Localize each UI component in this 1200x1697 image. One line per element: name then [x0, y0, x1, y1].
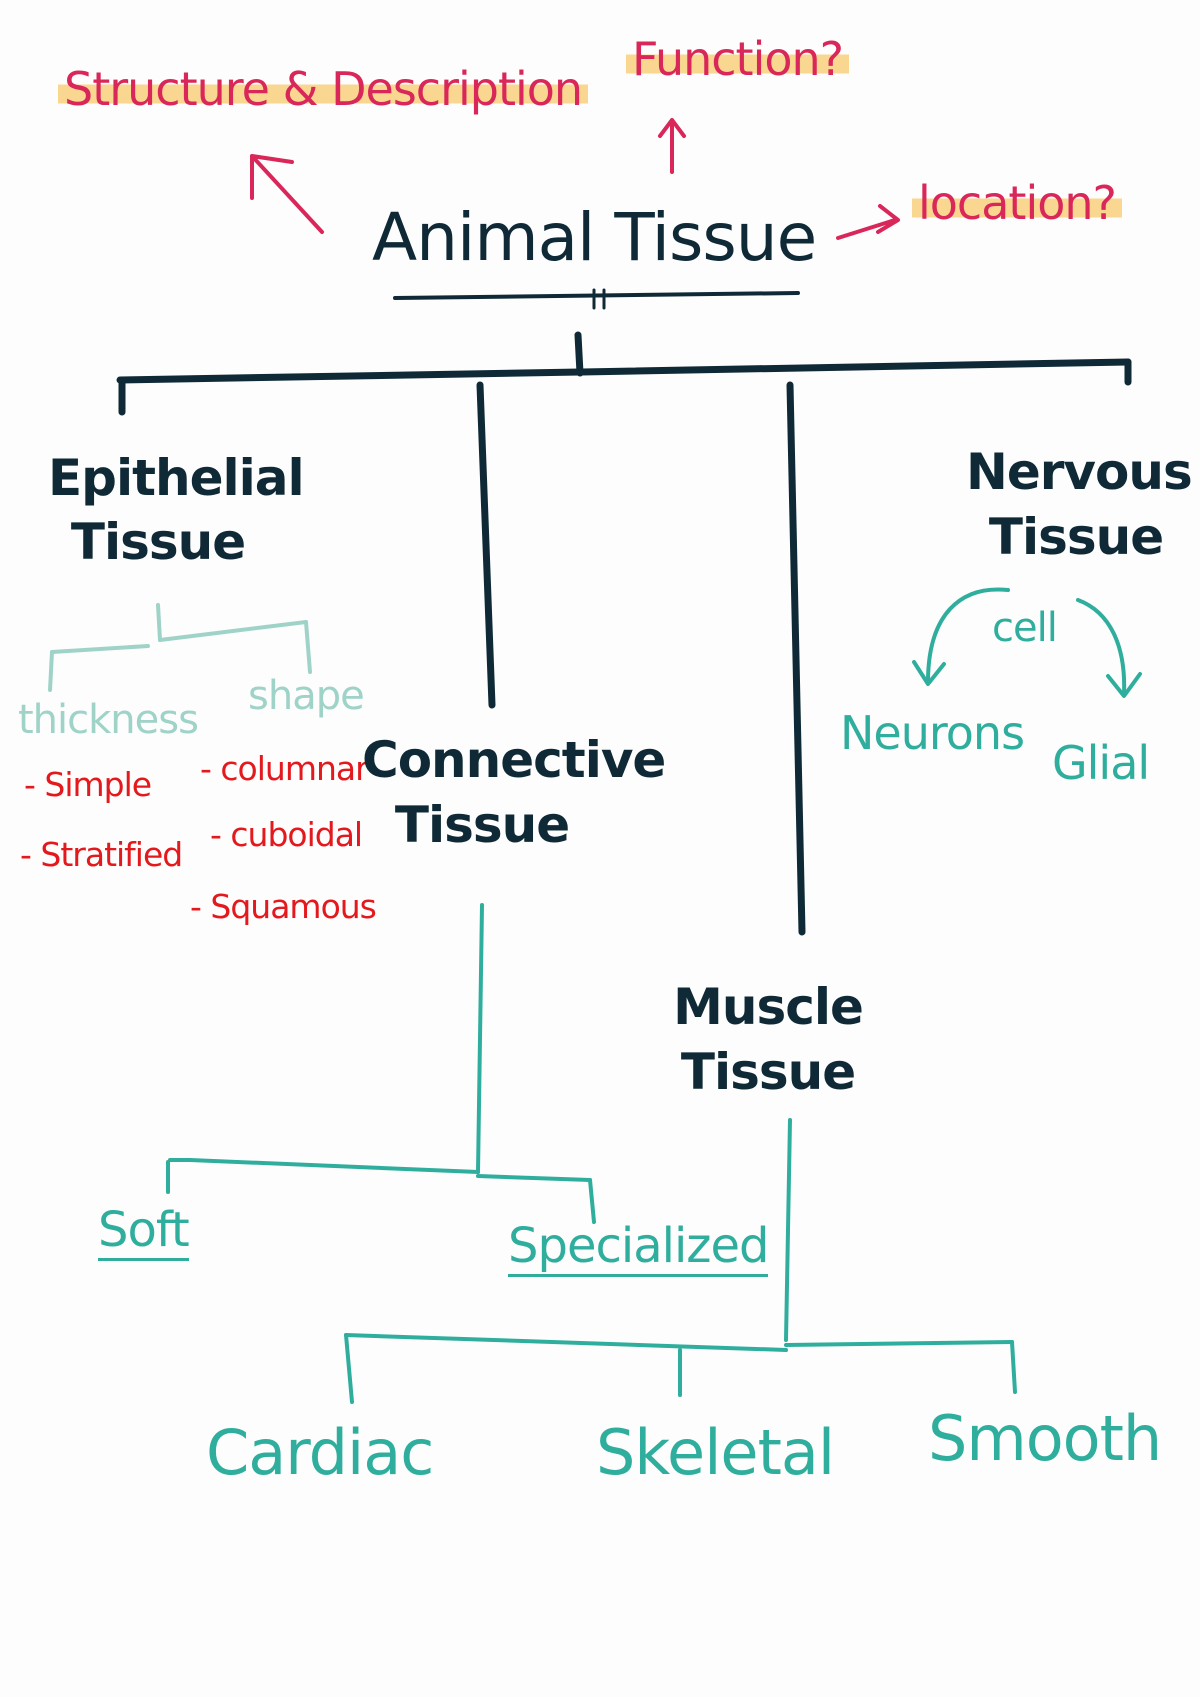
- muscle-subtree: [344, 1118, 1017, 1404]
- thickness-label: thickness: [18, 697, 199, 743]
- epithelial-subtree: [48, 603, 312, 692]
- question-structure: Structure & Description: [58, 66, 589, 112]
- nervous-child-glial: Glial: [1052, 736, 1150, 790]
- thickness-item-simple: - Simple: [24, 765, 152, 804]
- nervous-tissue-label: Nervous Tissue: [966, 443, 1193, 566]
- arrow-to-location: [836, 204, 900, 240]
- muscle-child-smooth: Smooth: [928, 1402, 1162, 1475]
- diagram-title: Animal Tissue: [372, 199, 817, 276]
- nervous-arrows: [912, 587, 1142, 698]
- connective-subtree: [166, 903, 596, 1224]
- arrow-to-structure: [250, 154, 324, 234]
- title-underline: [393, 291, 800, 300]
- muscle-child-cardiac: Cardiac: [206, 1416, 434, 1489]
- connective-child-specialized: Specialized: [508, 1222, 769, 1277]
- nervous-cell-label: cell: [992, 605, 1058, 651]
- shape-item-cuboidal: - cuboidal: [210, 815, 363, 854]
- question-function: Function?: [626, 36, 850, 82]
- question-location: location?: [912, 180, 1122, 226]
- main-tree: [116, 331, 1132, 936]
- shape-item-columnar: - columnar: [200, 749, 369, 788]
- thickness-item-stratified: - Stratified: [20, 835, 183, 874]
- shape-label: shape: [248, 673, 365, 719]
- muscle-tissue-label: Muscle Tissue: [673, 978, 864, 1101]
- shape-item-squamous: - Squamous: [190, 887, 377, 926]
- epithelial-tissue-label: Epithelial Tissue: [48, 449, 305, 571]
- nervous-child-neurons: Neurons: [840, 706, 1025, 760]
- connective-child-soft: Soft: [98, 1206, 190, 1261]
- arrow-to-function: [658, 118, 686, 174]
- connective-tissue-label: Connective Tissue: [362, 731, 666, 854]
- muscle-child-skeletal: Skeletal: [596, 1416, 835, 1489]
